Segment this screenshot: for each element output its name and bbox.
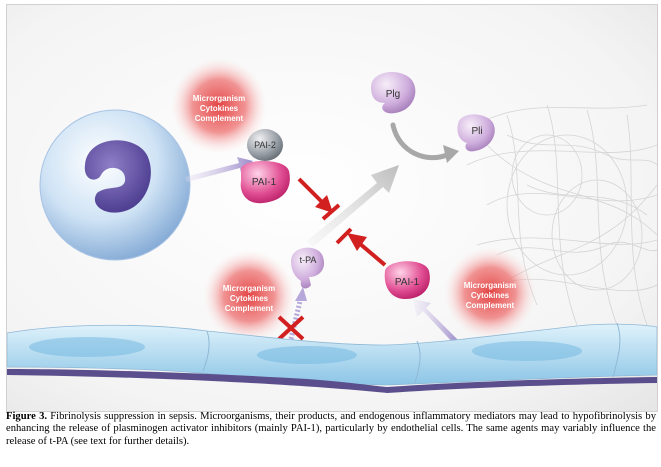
fibrinolysis-diagram: Microrganism Cytokines Complement Micror… xyxy=(7,5,657,411)
pai1-right-label: PAI-1 xyxy=(395,277,420,288)
activation-arrow xyxy=(307,165,399,247)
stimulus-label-1: Microrganism xyxy=(193,94,245,103)
pai1-right-node: PAI-1 xyxy=(384,261,430,299)
plg-to-pli-arrow xyxy=(390,122,450,161)
caption-label: Figure 3. xyxy=(6,411,48,422)
stimulus-label-2: Cytokines xyxy=(200,104,239,113)
stimulus-glow-2: Microrganism Cytokines Complement xyxy=(203,250,295,342)
endothelial-nucleus xyxy=(257,346,357,364)
tpa-block-cross-icon xyxy=(277,315,305,341)
tpa-release-arrow xyxy=(288,287,307,340)
stimulus-label-3: Complement xyxy=(466,301,515,310)
cell-nucleus xyxy=(84,140,151,213)
plasminogen-node: Plg xyxy=(371,72,416,114)
inhibition-arrow-top xyxy=(297,177,341,221)
endothelial-nucleus xyxy=(29,337,145,357)
leukocyte-cell xyxy=(39,109,191,261)
stimulus-glow-1: Microrganism Cytokines Complement xyxy=(171,58,267,154)
stimulus-label-3: Complement xyxy=(225,304,274,313)
stimulus-label-1: Microrganism xyxy=(223,284,275,293)
tpa-node: t-PA xyxy=(291,247,325,289)
plasmin-label: Pli xyxy=(471,126,482,137)
basement-membrane xyxy=(7,369,657,393)
endothelial-nucleus xyxy=(472,341,582,361)
pai1-release-arrow xyxy=(413,299,459,345)
diagram-panel: Microrganism Cytokines Complement Micror… xyxy=(6,4,658,412)
stimulus-glow-3: Microrganism Cytokines Complement xyxy=(444,247,536,339)
figure-caption: Figure 3. Fibrinolysis suppression in se… xyxy=(6,411,656,448)
pai1-top-label: PAI-1 xyxy=(252,177,277,188)
fibrin-mesh xyxy=(466,104,657,326)
plasminogen-label: Plg xyxy=(386,89,400,100)
plasmin-node: Pli xyxy=(457,114,495,152)
inhibition-arrow-right xyxy=(335,227,387,267)
pai2-node: PAI-2 xyxy=(247,129,283,161)
caption-text: Fibrinolysis suppression in sepsis. Micr… xyxy=(6,411,656,447)
stimulus-label-2: Cytokines xyxy=(230,294,269,303)
stimulus-label-1: Microrganism xyxy=(464,281,516,290)
pai1-top-node: PAI-1 xyxy=(240,161,290,204)
stimulus-label-3: Complement xyxy=(195,114,244,123)
plg-to-pli-arrowhead xyxy=(443,145,459,163)
endothelium xyxy=(7,322,657,393)
pai2-label: PAI-2 xyxy=(254,140,276,150)
tpa-label: t-PA xyxy=(300,255,317,265)
stimulus-label-2: Cytokines xyxy=(471,291,510,300)
release-arrow-cell xyxy=(185,157,253,182)
